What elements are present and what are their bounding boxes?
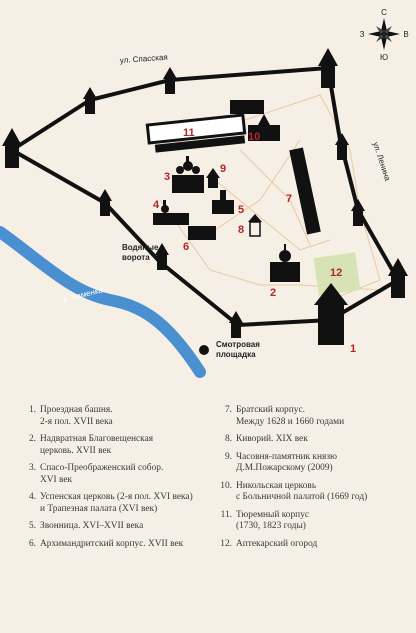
apothecary-garden <box>313 252 361 296</box>
legend-num: 3. <box>28 463 36 473</box>
legend-num: 12. <box>220 538 232 549</box>
legend-text: Звонница. XVI–XVII века <box>40 521 144 531</box>
map-number-5: 5 <box>238 204 244 216</box>
legend-num: 9. <box>224 451 232 462</box>
viewpoint-line-2: площадка <box>216 350 256 359</box>
map-number-6: 6 <box>183 241 189 253</box>
map-number-2: 2 <box>270 287 276 299</box>
legend-num: 4. <box>28 492 36 502</box>
buildings <box>145 100 321 282</box>
compass-icon: С Ю З В <box>360 8 409 62</box>
map-number-3: 3 <box>164 171 170 183</box>
map-number-10: 10 <box>248 131 260 143</box>
river-kamenka <box>0 226 206 378</box>
map-number-11: 11 <box>183 127 195 139</box>
water-gate-line-2: ворота <box>122 253 150 262</box>
legend-text: Успенская церковь (2-я пол. XVI века) и … <box>40 492 193 514</box>
legend-num: 8. <box>224 434 232 444</box>
legend-num: 1. <box>28 405 36 415</box>
viewpoint-label: Смотровая площадка <box>216 340 262 359</box>
compass-w: З <box>360 30 365 39</box>
map-number-8: 8 <box>238 224 244 236</box>
legend-column-right: 7. Братский корпус. Между 1628 и 1660 год… <box>218 405 402 556</box>
legend-item: 12. Аптекарский огород <box>218 539 402 551</box>
map-number-4: 4 <box>153 199 160 211</box>
legend-num: 7. <box>224 405 232 415</box>
compass-e: В <box>403 30 408 39</box>
legend-item: 10. Никольская церковь с Больничной палат… <box>218 481 402 504</box>
legend-text: Киворий. XIX век <box>236 434 308 444</box>
map-number-1: 1 <box>350 343 356 355</box>
map-number-9: 9 <box>220 163 226 175</box>
compass-s: Ю <box>380 53 388 62</box>
viewpoint-marker <box>199 345 209 355</box>
legend-item: 7. Братский корпус. Между 1628 и 1660 год… <box>218 405 402 428</box>
compass-n: С <box>381 8 387 17</box>
legend-text: Никольская церковь с Больничной палатой … <box>236 480 368 503</box>
street-spasskaya: ул. Спасская <box>120 53 168 65</box>
legend-item: 9. Часовня-памятник князю Д.М.Пожарскому … <box>218 452 402 475</box>
legend-item: 8. Киворий. XIX век <box>218 434 402 446</box>
legend-text: Тюремный корпус (1730, 1823 годы) <box>236 509 310 532</box>
map-number-12: 12 <box>330 267 342 279</box>
water-gate-line-1: Водяные <box>122 243 159 252</box>
water-gate-label: Водяные ворота <box>122 243 161 262</box>
legend-num: 5. <box>28 521 36 531</box>
map-numbers: 1 2 3 4 5 6 7 8 9 10 11 12 <box>153 127 356 355</box>
legend-num: 6. <box>28 538 36 549</box>
monastery-map: С Ю З В ул. Спасская ул. Ленина р. Камен… <box>0 8 409 378</box>
legend-text: Надвратная Благовещенская церковь. XVII … <box>40 434 154 456</box>
legend-num: 11. <box>220 509 232 520</box>
legend-item: 11. Тюремный корпус (1730, 1823 годы) <box>218 510 402 533</box>
legend-text: Часовня-памятник князю Д.М.Пожарскому (2… <box>236 451 338 474</box>
legend-text: Архимандритский корпус. XVII век <box>40 538 184 549</box>
viewpoint-line-1: Смотровая <box>216 340 260 349</box>
fortress-wall <box>10 66 400 327</box>
legend-item: 1. Проездная башня. 2-я пол. XVII века <box>22 405 206 428</box>
legend-item: 5. Звонница. XVI–XVII века <box>22 521 206 533</box>
legend-text: Братский корпус. Между 1628 и 1660 годам… <box>236 405 345 427</box>
map-number-7: 7 <box>286 193 292 205</box>
legend-item: 4. Успенская церковь (2-я пол. XVI века) … <box>22 492 206 515</box>
legend-item: 2. Надвратная Благовещенская церковь. XVI… <box>22 434 206 457</box>
legend-num: 2. <box>28 434 36 444</box>
legend-column-left: 1. Проездная башня. 2-я пол. XVII века 2.… <box>22 405 206 556</box>
legend-text: Спасо-Преображенский собор. XVI век <box>40 463 164 485</box>
legend: 1. Проездная башня. 2-я пол. XVII века 2.… <box>22 405 402 556</box>
legend-text: Проездная башня. 2-я пол. XVII века <box>40 405 113 427</box>
street-lenina: ул. Ленина <box>371 141 392 183</box>
legend-item: 6. Архимандритский корпус. XVII век <box>22 539 206 551</box>
legend-text: Аптекарский огород <box>236 538 318 549</box>
legend-item: 3. Спасо-Преображенский собор. XVI век <box>22 463 206 486</box>
legend-num: 10. <box>220 480 232 491</box>
wall-towers <box>2 48 408 345</box>
